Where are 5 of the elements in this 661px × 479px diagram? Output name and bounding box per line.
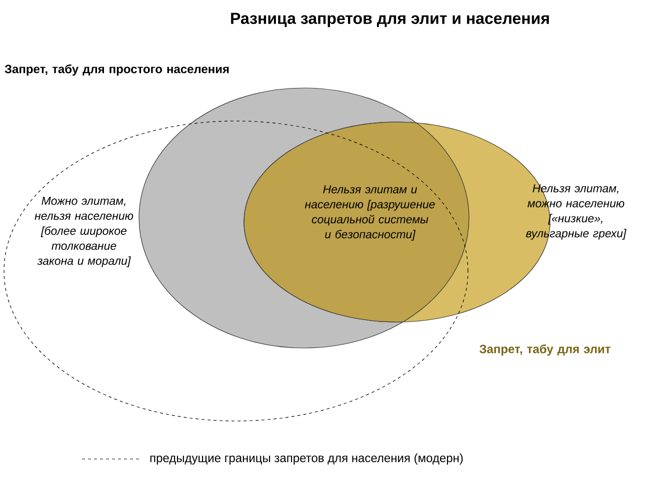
- title: Разница запретов для элит и населения: [231, 12, 549, 28]
- heading: Запрет, табу для простого населения: [4, 64, 229, 76]
- heading: Запрет, табу для элит: [480, 344, 610, 356]
- region-label: Можно элитам, нельзя населению [более широкое толкование закона и морали]: [34, 196, 134, 268]
- legend-text: предыдущие границы запретов для населения (модерн): [150, 453, 463, 465]
